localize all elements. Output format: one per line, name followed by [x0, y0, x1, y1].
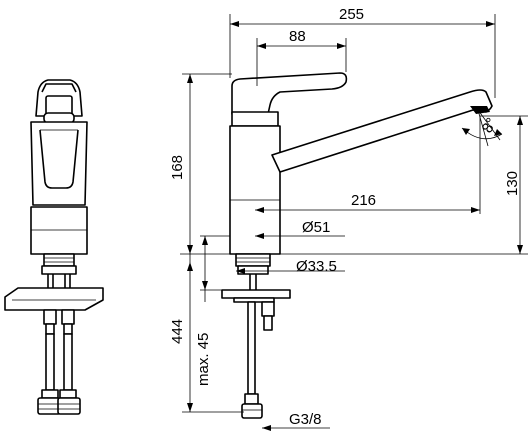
lever-handle — [231, 72, 348, 115]
dim-hose-length: 444 — [169, 319, 186, 344]
side-mounting-plate — [4, 287, 104, 311]
spout — [271, 89, 493, 173]
faucet-body — [229, 125, 281, 255]
dim-overall-length: 255 — [339, 6, 364, 23]
front-view — [221, 72, 493, 419]
dimension-arrows — [187, 21, 523, 431]
front-hose — [247, 301, 256, 395]
side-hose-right — [63, 333, 73, 391]
side-lower-body — [30, 206, 88, 255]
dim-max-thickness: max. 45 — [195, 333, 212, 386]
dim-spout-reach: 216 — [351, 192, 376, 209]
side-view — [4, 79, 104, 415]
dim-lever-length: 88 — [289, 28, 306, 45]
dim-connection-thread: G3/8 — [289, 411, 322, 428]
dim-spout-height: 130 — [504, 171, 521, 196]
dim-shank-diameter: Ø33.5 — [296, 258, 337, 275]
dim-base-diameter: Ø51 — [302, 219, 330, 236]
dimension-labels: 255 88 216 Ø51 Ø33.5 G3/8 8° 168 130 444… — [169, 6, 521, 428]
side-hose-left — [45, 333, 55, 391]
side-body — [30, 121, 88, 206]
dim-height-total: 168 — [169, 155, 186, 180]
front-mounting-plate — [221, 289, 291, 299]
